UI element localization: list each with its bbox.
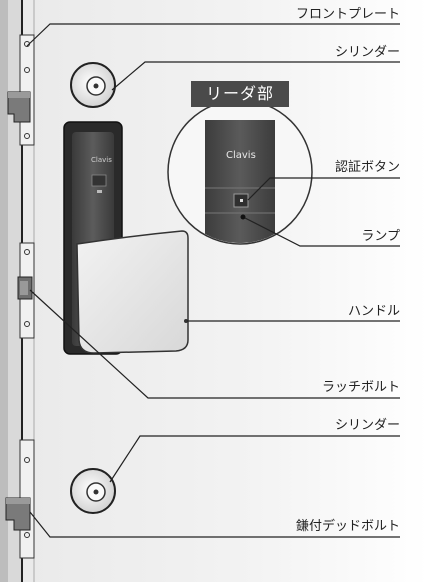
upper-hook-bolt [7,91,31,123]
door-frame-face [8,0,22,582]
leader-deadbolt [29,511,400,538]
reader-logo: Clavis [91,156,112,164]
label-front-plate: フロントプレート [295,7,400,22]
lamp-closeup [240,214,246,220]
leader-auth-button [247,177,400,201]
lamp-small [97,190,102,193]
label-auth-button: 認証ボタン [334,160,400,175]
cylinder-bottom [70,468,116,514]
handle [76,230,189,354]
magnifier-circle [167,99,313,245]
leader-lines [26,23,400,538]
reader-section-tag: リーダ部 [191,81,289,107]
leader-cylinder-bottom [109,435,400,483]
door-edge [0,0,8,582]
label-handle: ハンドル [347,304,400,319]
label-deadbolt: 鎌付デッドボルト [295,519,400,534]
cylinder-top [70,62,116,108]
front-plate-top [19,34,35,146]
closeup-logo: Clavis [226,150,256,161]
leader-lamp [244,217,400,247]
leader-cylinder-top [111,61,400,91]
leader-latch-bolt [29,289,400,399]
label-lamp: ランプ [361,229,400,244]
deadbolt [5,497,31,531]
label-cylinder-top: シリンダー [334,45,400,60]
auth-button-small [91,174,107,187]
leader-front-plate [26,23,400,47]
label-latch-bolt: ラッチボルト [321,380,400,395]
label-cylinder-bottom: シリンダー [334,418,400,433]
latch-bolt [17,276,33,300]
